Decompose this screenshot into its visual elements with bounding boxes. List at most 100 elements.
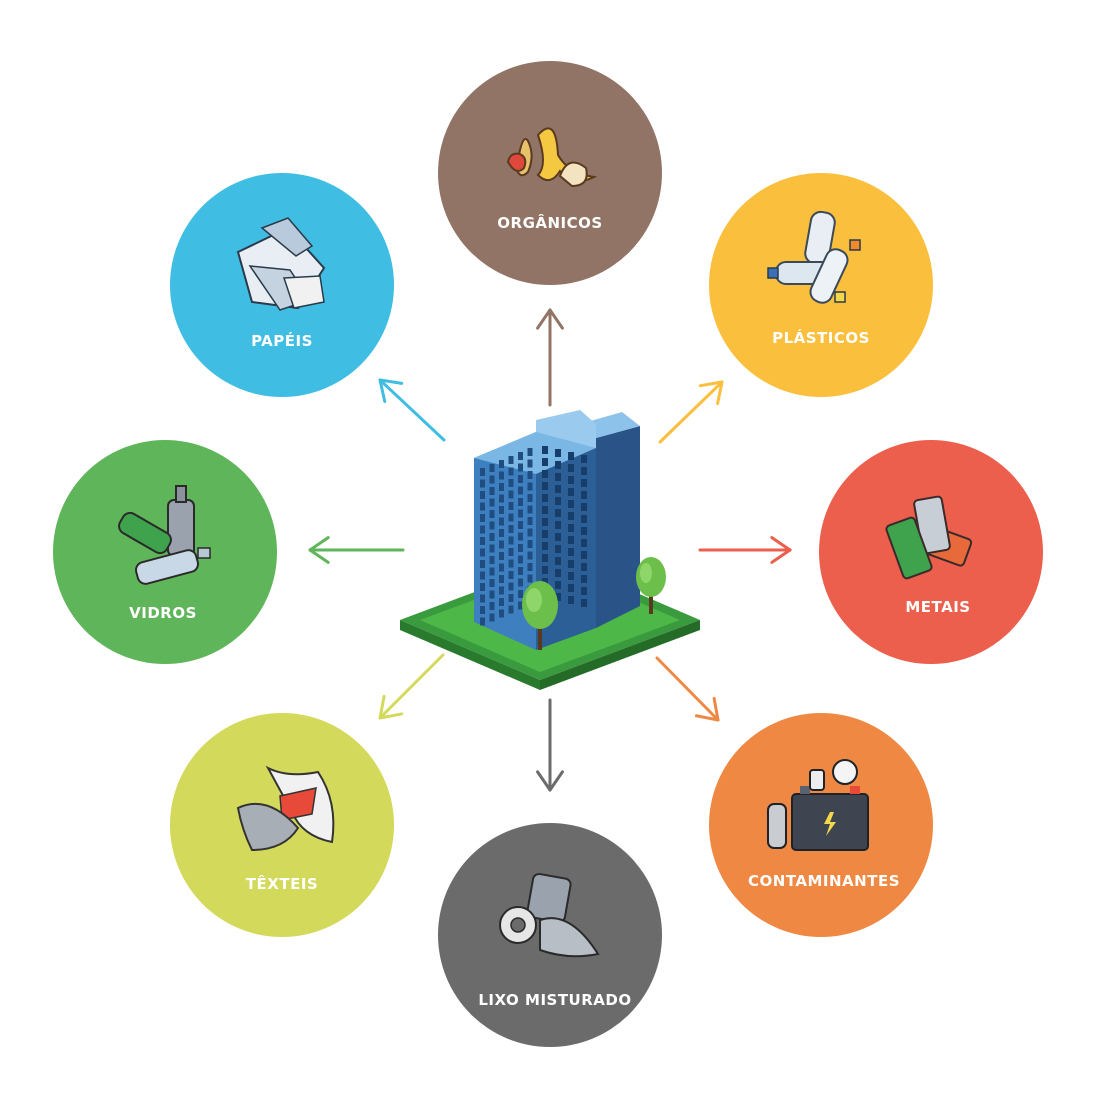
building-window: [568, 596, 574, 604]
building-window: [568, 500, 574, 508]
building-window: [555, 521, 561, 529]
plastic-bottles-icon: [767, 210, 861, 304]
building-window: [581, 503, 587, 511]
building-window: [489, 579, 495, 587]
building-window: [518, 555, 523, 564]
category-contaminantes: CONTAMINANTES: [709, 713, 933, 937]
building-window: [499, 506, 504, 514]
office-building-icon: [400, 410, 700, 690]
building-window: [581, 467, 587, 475]
building-window: [568, 584, 574, 592]
building-window: [489, 613, 495, 622]
building-window: [518, 486, 523, 495]
building-window: [518, 521, 523, 529]
building-window: [499, 529, 504, 537]
building-window: [555, 485, 561, 493]
building-window: [542, 470, 548, 478]
organic-waste-icon: [506, 127, 598, 188]
building-window: [499, 552, 504, 560]
building-window: [555, 569, 561, 577]
building-window: [518, 509, 523, 518]
building-window: [527, 505, 533, 514]
building-window: [568, 488, 574, 496]
building-window: [499, 598, 504, 606]
building-window: [527, 551, 533, 560]
building-window: [499, 575, 504, 583]
building-window: [508, 582, 514, 591]
building-window: [499, 517, 504, 526]
arrowhead-papeis-0: [378, 378, 404, 385]
metais-label: METAIS: [905, 598, 970, 616]
building-window: [568, 536, 574, 544]
category-lixo-misturado: LIXO MISTURADO: [438, 823, 662, 1047]
building-window: [480, 583, 485, 591]
building-window: [555, 473, 561, 481]
category-papeis: PAPÉIS: [170, 173, 394, 397]
building-window: [480, 617, 485, 626]
texteis-label: TÊXTEIS: [246, 874, 318, 893]
building-window: [499, 494, 504, 503]
building-window: [480, 491, 485, 499]
arrow-texteis: [378, 653, 445, 720]
building-window: [489, 544, 495, 553]
building-window: [480, 594, 485, 603]
arrowhead-lixo_misturado-0: [536, 770, 552, 792]
arrow-plasticos: [658, 380, 724, 444]
building-window: [568, 524, 574, 532]
building-window: [542, 518, 548, 526]
building-window: [480, 468, 485, 476]
building-window: [499, 586, 504, 595]
arrowhead-lixo_misturado-1: [548, 770, 564, 792]
building-window: [499, 609, 504, 618]
metal-cans-icon: [885, 495, 973, 580]
building-window: [555, 581, 561, 589]
building-window: [480, 537, 485, 545]
building-window: [555, 461, 561, 469]
building-window: [508, 605, 514, 614]
category-metais: METAIS: [819, 440, 1043, 664]
plasticos-label: PLÁSTICOS: [772, 328, 870, 347]
building-window: [555, 593, 561, 601]
category-organicos: ORGÂNICOS: [438, 61, 662, 285]
arrowhead-metais-1: [770, 536, 792, 552]
building-window: [508, 525, 514, 533]
building-window: [480, 571, 485, 580]
papeis-label: PAPÉIS: [251, 331, 313, 350]
building-window: [508, 571, 514, 579]
building-window: [527, 528, 533, 537]
building-window: [542, 446, 548, 454]
building-window: [555, 449, 561, 457]
glass-bottles-icon: [118, 485, 211, 585]
building-window: [527, 574, 533, 583]
textile-rags-icon: [236, 765, 335, 852]
building-window: [508, 548, 514, 556]
building-window: [518, 601, 523, 610]
building-window: [489, 590, 495, 599]
building-window: [489, 521, 495, 530]
arrows-group: [308, 308, 792, 792]
building-window: [555, 557, 561, 565]
building-window: [581, 551, 587, 559]
building-window: [542, 494, 548, 502]
building-window: [555, 533, 561, 541]
arrowhead-contaminantes-0: [694, 714, 720, 722]
building-window: [518, 590, 523, 598]
building-window: [555, 545, 561, 553]
building-window: [480, 560, 485, 568]
building-window: [568, 512, 574, 520]
building-window: [518, 532, 523, 541]
building-window: [508, 502, 514, 510]
building-window: [555, 497, 561, 505]
arrowhead-texteis-0: [378, 694, 386, 720]
building-window: [542, 554, 548, 562]
building-window: [499, 471, 504, 480]
building-window: [489, 464, 495, 472]
building-window: [581, 563, 587, 571]
arrowhead-papeis-1: [378, 378, 387, 403]
building-window: [581, 515, 587, 523]
vidros-label: VIDROS: [129, 604, 197, 622]
building-window: [581, 479, 587, 487]
building-window: [489, 487, 495, 495]
building-window: [568, 572, 574, 580]
